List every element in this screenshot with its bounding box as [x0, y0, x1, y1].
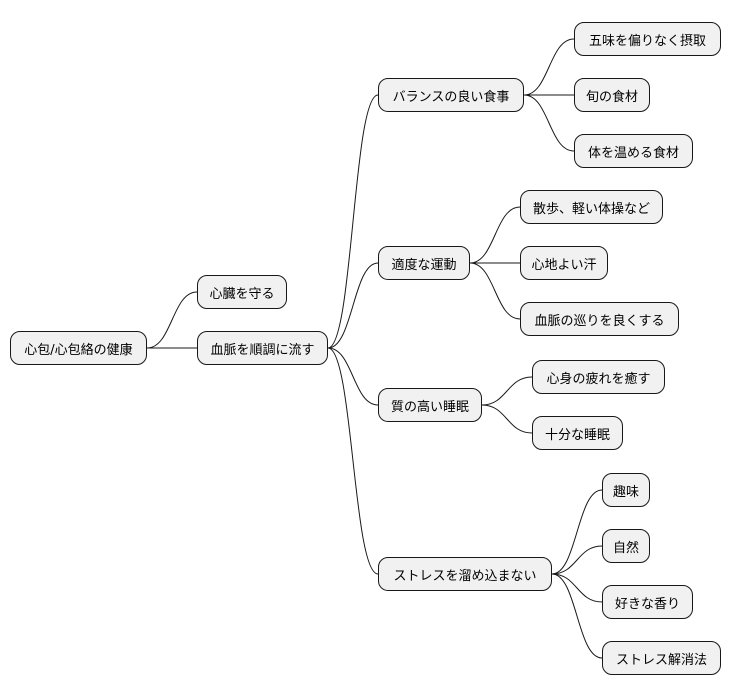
edge-quality-sleep-to-enough-sleep	[481, 404, 533, 434]
node-improve-circulation: 血脈の巡りを良くする	[520, 302, 679, 336]
node-quality-sleep: 質の高い睡眠	[378, 388, 482, 422]
node-label: ストレスを溜め込まない	[393, 568, 537, 584]
node-label: 十分な睡眠	[544, 427, 610, 443]
node-moderate-exercise: 適度な運動	[378, 246, 470, 280]
node-five-flavors: 五味を偏りなく摂取	[574, 22, 721, 56]
edge-avoid-stress-to-nature	[551, 545, 603, 575]
node-label: 心身の疲れを癒す	[546, 371, 651, 387]
node-heal-fatigue: 心身の疲れを癒す	[532, 360, 665, 394]
node-label: 心包/心包絡の健康	[24, 342, 133, 358]
node-label: 心臓を守る	[209, 286, 275, 302]
edge-quality-sleep-to-heal-fatigue	[481, 376, 533, 406]
edge-blood-flow-to-balanced-diet	[327, 94, 379, 349]
edge-moderate-exercise-to-walking	[469, 206, 521, 264]
node-pleasant-sweat: 心地よい汗	[520, 246, 608, 280]
node-root: 心包/心包絡の健康	[10, 331, 147, 365]
node-label: 五味を偏りなく摂取	[588, 33, 706, 49]
node-label: ストレス解消法	[615, 652, 707, 668]
edge-blood-flow-to-moderate-exercise	[327, 262, 379, 349]
edge-avoid-stress-to-hobby	[551, 489, 603, 575]
node-warming-food: 体を温める食材	[574, 134, 693, 168]
node-label: 趣味	[612, 484, 639, 500]
node-seasonal-food: 旬の食材	[574, 78, 650, 112]
node-label: 血脈を順調に流す	[210, 342, 315, 358]
node-avoid-stress: ストレスを溜め込まない	[378, 557, 552, 591]
node-enough-sleep: 十分な睡眠	[532, 416, 623, 450]
node-favorite-scent: 好きな香り	[602, 585, 693, 619]
edge-blood-flow-to-avoid-stress	[327, 347, 379, 575]
node-label: 旬の食材	[585, 89, 638, 105]
node-nature: 自然	[602, 529, 650, 563]
node-blood-flow: 血脈を順調に流す	[197, 331, 328, 365]
edge-balanced-diet-to-five-flavors	[523, 38, 575, 96]
edge-balanced-diet-to-warming-food	[523, 94, 575, 152]
node-walking: 散歩、軽い体操など	[520, 190, 663, 224]
node-protect-heart: 心臓を守る	[197, 275, 287, 309]
node-label: 好きな香り	[614, 596, 680, 612]
node-label: 自然	[612, 540, 639, 556]
node-label: 散歩、軽い体操など	[532, 201, 650, 217]
edge-avoid-stress-to-stress-relief	[551, 573, 603, 659]
node-hobby: 趣味	[602, 473, 650, 507]
node-balanced-diet: バランスの良い食事	[378, 78, 524, 112]
edge-moderate-exercise-to-improve-circulation	[469, 262, 521, 320]
node-label: 適度な運動	[391, 257, 457, 273]
node-label: 血脈の巡りを良くする	[534, 313, 665, 329]
edge-root-to-protect-heart	[146, 291, 198, 349]
edge-avoid-stress-to-favorite-scent	[551, 573, 603, 603]
node-stress-relief: ストレス解消法	[602, 641, 721, 675]
node-label: 体を温める食材	[587, 145, 679, 161]
node-label: 質の高い睡眠	[390, 399, 469, 415]
edge-blood-flow-to-quality-sleep	[327, 347, 379, 406]
node-label: バランスの良い食事	[392, 89, 510, 105]
node-label: 心地よい汗	[531, 257, 597, 273]
